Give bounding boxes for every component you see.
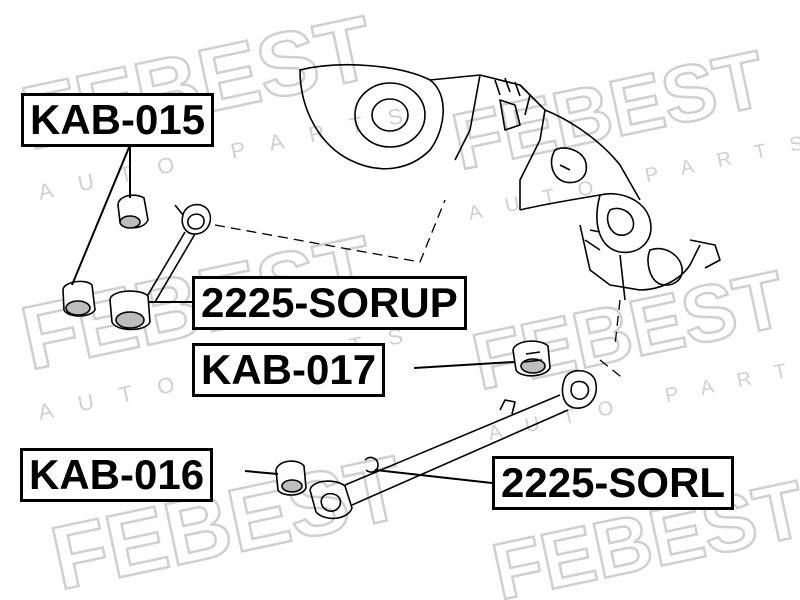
bushing-kab016 bbox=[275, 460, 307, 496]
assembly-guide-lines bbox=[214, 199, 626, 381]
part-label-kab016: KAB-016 bbox=[20, 448, 214, 502]
rear-subframe-assembly bbox=[299, 64, 721, 301]
part-label-sorl: 2225-SORL bbox=[492, 456, 735, 510]
bushing-sorup bbox=[109, 290, 151, 331]
bushing-kab015-lower bbox=[62, 280, 96, 317]
lower-control-arm bbox=[309, 369, 597, 520]
leader-lines bbox=[71, 144, 515, 484]
upper-control-link bbox=[144, 203, 212, 303]
part-label-sorup: 2225-SORUP bbox=[192, 276, 467, 330]
bushing-kab017 bbox=[512, 340, 551, 377]
part-label-kab017: KAB-017 bbox=[192, 343, 386, 397]
bushing-kab015-upper bbox=[117, 194, 149, 229]
part-label-kab015: KAB-015 bbox=[21, 93, 215, 147]
